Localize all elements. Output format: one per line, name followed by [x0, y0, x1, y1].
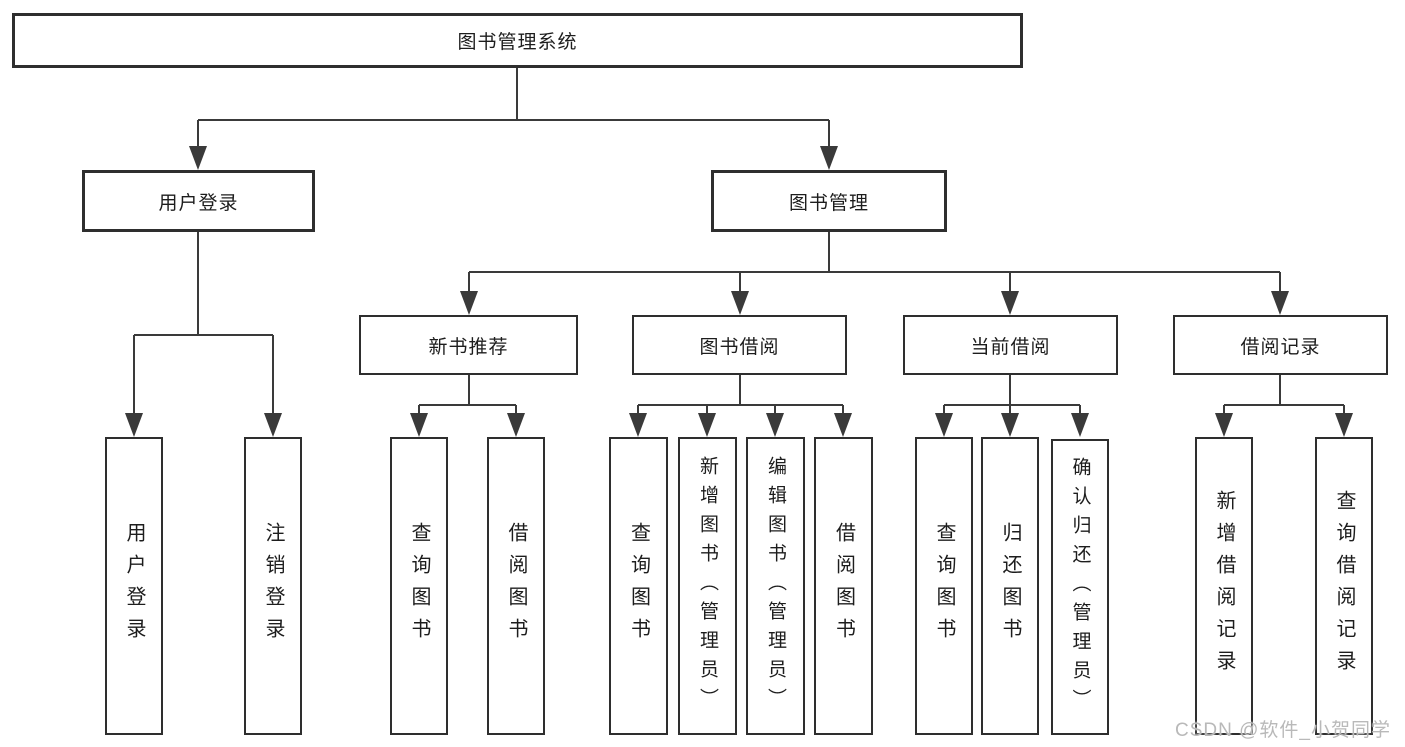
node-borrow-records: 借阅记录 [1173, 315, 1388, 375]
node-current-borrow: 当前借阅 [903, 315, 1118, 375]
node-library-system: 图书管理系统 [12, 13, 1023, 68]
node-label: 借阅图书 [505, 522, 527, 650]
node-user-login: 用户登录 [82, 170, 315, 232]
node-label: 图书管理系统 [457, 32, 578, 53]
node-label: 借阅图书 [832, 522, 855, 650]
node-label: 编辑图书（管理员） [765, 455, 786, 717]
node-label: 图书管理 [788, 192, 869, 214]
node-label: 确认归还（管理员） [1069, 456, 1091, 718]
leaf-edit-book-admin: 编辑图书（管理员） [746, 437, 805, 735]
node-label: 新增借阅记录 [1213, 490, 1235, 682]
arrowhead-icons [125, 146, 1353, 437]
leaf-borrow-books: 借阅图书 [814, 437, 873, 735]
node-label: 查询图书 [627, 522, 650, 650]
node-label: 当前借阅 [970, 336, 1051, 358]
leaf-query-books-current: 查询图书 [915, 437, 973, 735]
leaf-query-borrow-record: 查询借阅记录 [1315, 437, 1373, 735]
node-label: 用户登录 [123, 522, 145, 650]
node-label: 新增图书（管理员） [697, 455, 718, 717]
leaf-query-books-borrow: 查询图书 [609, 437, 668, 735]
node-new-book-recommend: 新书推荐 [359, 315, 578, 375]
node-label: 图书借阅 [699, 336, 780, 358]
leaf-return-book: 归还图书 [981, 437, 1039, 735]
node-label: 查询图书 [408, 522, 430, 650]
leaf-add-book-admin: 新增图书（管理员） [678, 437, 737, 735]
leaf-logout: 注销登录 [244, 437, 302, 735]
node-book-management: 图书管理 [711, 170, 947, 232]
node-label: 查询图书 [933, 522, 955, 650]
node-label: 注销登录 [262, 522, 284, 650]
node-label: 归还图书 [999, 522, 1021, 650]
node-label: 用户登录 [158, 192, 239, 214]
node-label: 新书推荐 [428, 336, 509, 358]
leaf-add-borrow-record: 新增借阅记录 [1195, 437, 1253, 735]
node-label: 借阅记录 [1240, 336, 1321, 358]
leaf-borrow-books-recommend: 借阅图书 [487, 437, 545, 735]
leaf-query-books-recommend: 查询图书 [390, 437, 448, 735]
leaf-user-login: 用户登录 [105, 437, 163, 735]
node-book-borrow: 图书借阅 [632, 315, 847, 375]
leaf-confirm-return-admin: 确认归还（管理员） [1051, 439, 1109, 735]
csdn-watermark: CSDN @软件_小贺同学 [1175, 720, 1391, 741]
node-label: 查询借阅记录 [1333, 490, 1355, 682]
